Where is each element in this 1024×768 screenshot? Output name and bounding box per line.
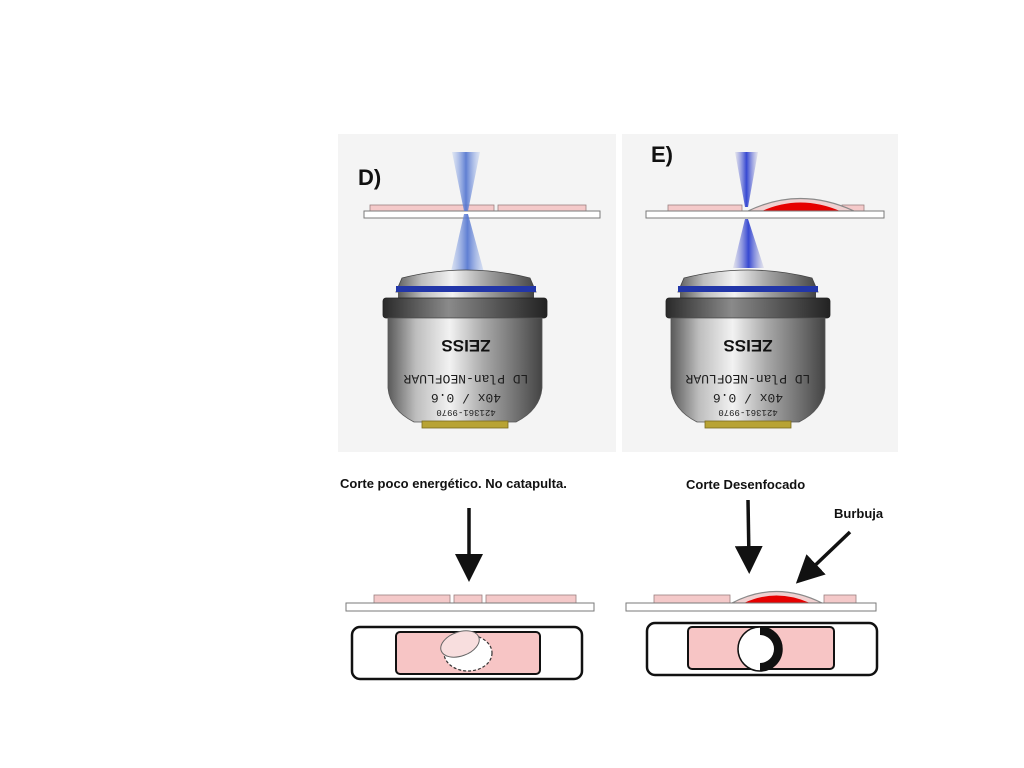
- panel-d: D) 421361-9970 40x / 0.6 LD Plan-NEOFLUA…: [338, 134, 616, 681]
- glass-slide: [645, 210, 885, 219]
- cut-region-d: [440, 630, 493, 672]
- objective-tip: [421, 420, 509, 429]
- caption-e: Corte Desenfocado: [686, 477, 805, 492]
- laser-beam-upper: [452, 152, 480, 211]
- objective-ring: [678, 286, 818, 292]
- panel-d-letter: D): [358, 165, 381, 190]
- arrow-bubble: [795, 530, 852, 584]
- bubble-e: [762, 202, 840, 211]
- objective-ring: [396, 286, 536, 292]
- cut-region-e: [737, 626, 783, 672]
- objective-serial: 421361-9970: [436, 407, 495, 417]
- panel-e-letter: E): [651, 142, 673, 167]
- objective-magnification: 40x / 0.6: [431, 390, 501, 405]
- arrow-down-e: [734, 499, 763, 574]
- objective-magnification: 40x / 0.6: [713, 390, 783, 405]
- slide-top-view-d: [350, 625, 584, 681]
- objective-lens-e: 421361-9970 40x / 0.6 LD Plan-NEOFLUAR Z…: [665, 269, 831, 429]
- slide-top-view-e: [645, 621, 879, 677]
- slide-e: [645, 198, 885, 219]
- slide-side-view-e: [625, 590, 877, 612]
- bubble-side: [744, 595, 810, 603]
- objective-tip: [704, 420, 792, 429]
- caption-d: Corte poco energético. No catapulta.: [340, 476, 567, 491]
- objective-brand: ZEISS: [723, 336, 772, 355]
- objective-model: LD Plan-NEOFLUAR: [685, 371, 810, 386]
- laser-beam-lower: [450, 214, 485, 276]
- objective-lens-d: 421361-9970 40x / 0.6 LD Plan-NEOFLUAR Z…: [382, 269, 548, 429]
- objective-model: LD Plan-NEOFLUAR: [403, 371, 528, 386]
- objective-serial: 421361-9970: [718, 407, 777, 417]
- slide-d: [363, 204, 601, 219]
- laser-beam-upper: [735, 152, 758, 207]
- glass-slide: [363, 210, 601, 219]
- laser-beam-lower: [733, 219, 764, 268]
- annotation-bubble: Burbuja: [834, 506, 884, 521]
- slide-side-view-d: [345, 594, 595, 612]
- objective-brand: ZEISS: [441, 336, 490, 355]
- panel-e: E) 421361-9970 40x / 0.6 LD Plan-NEOFLUA…: [622, 134, 898, 677]
